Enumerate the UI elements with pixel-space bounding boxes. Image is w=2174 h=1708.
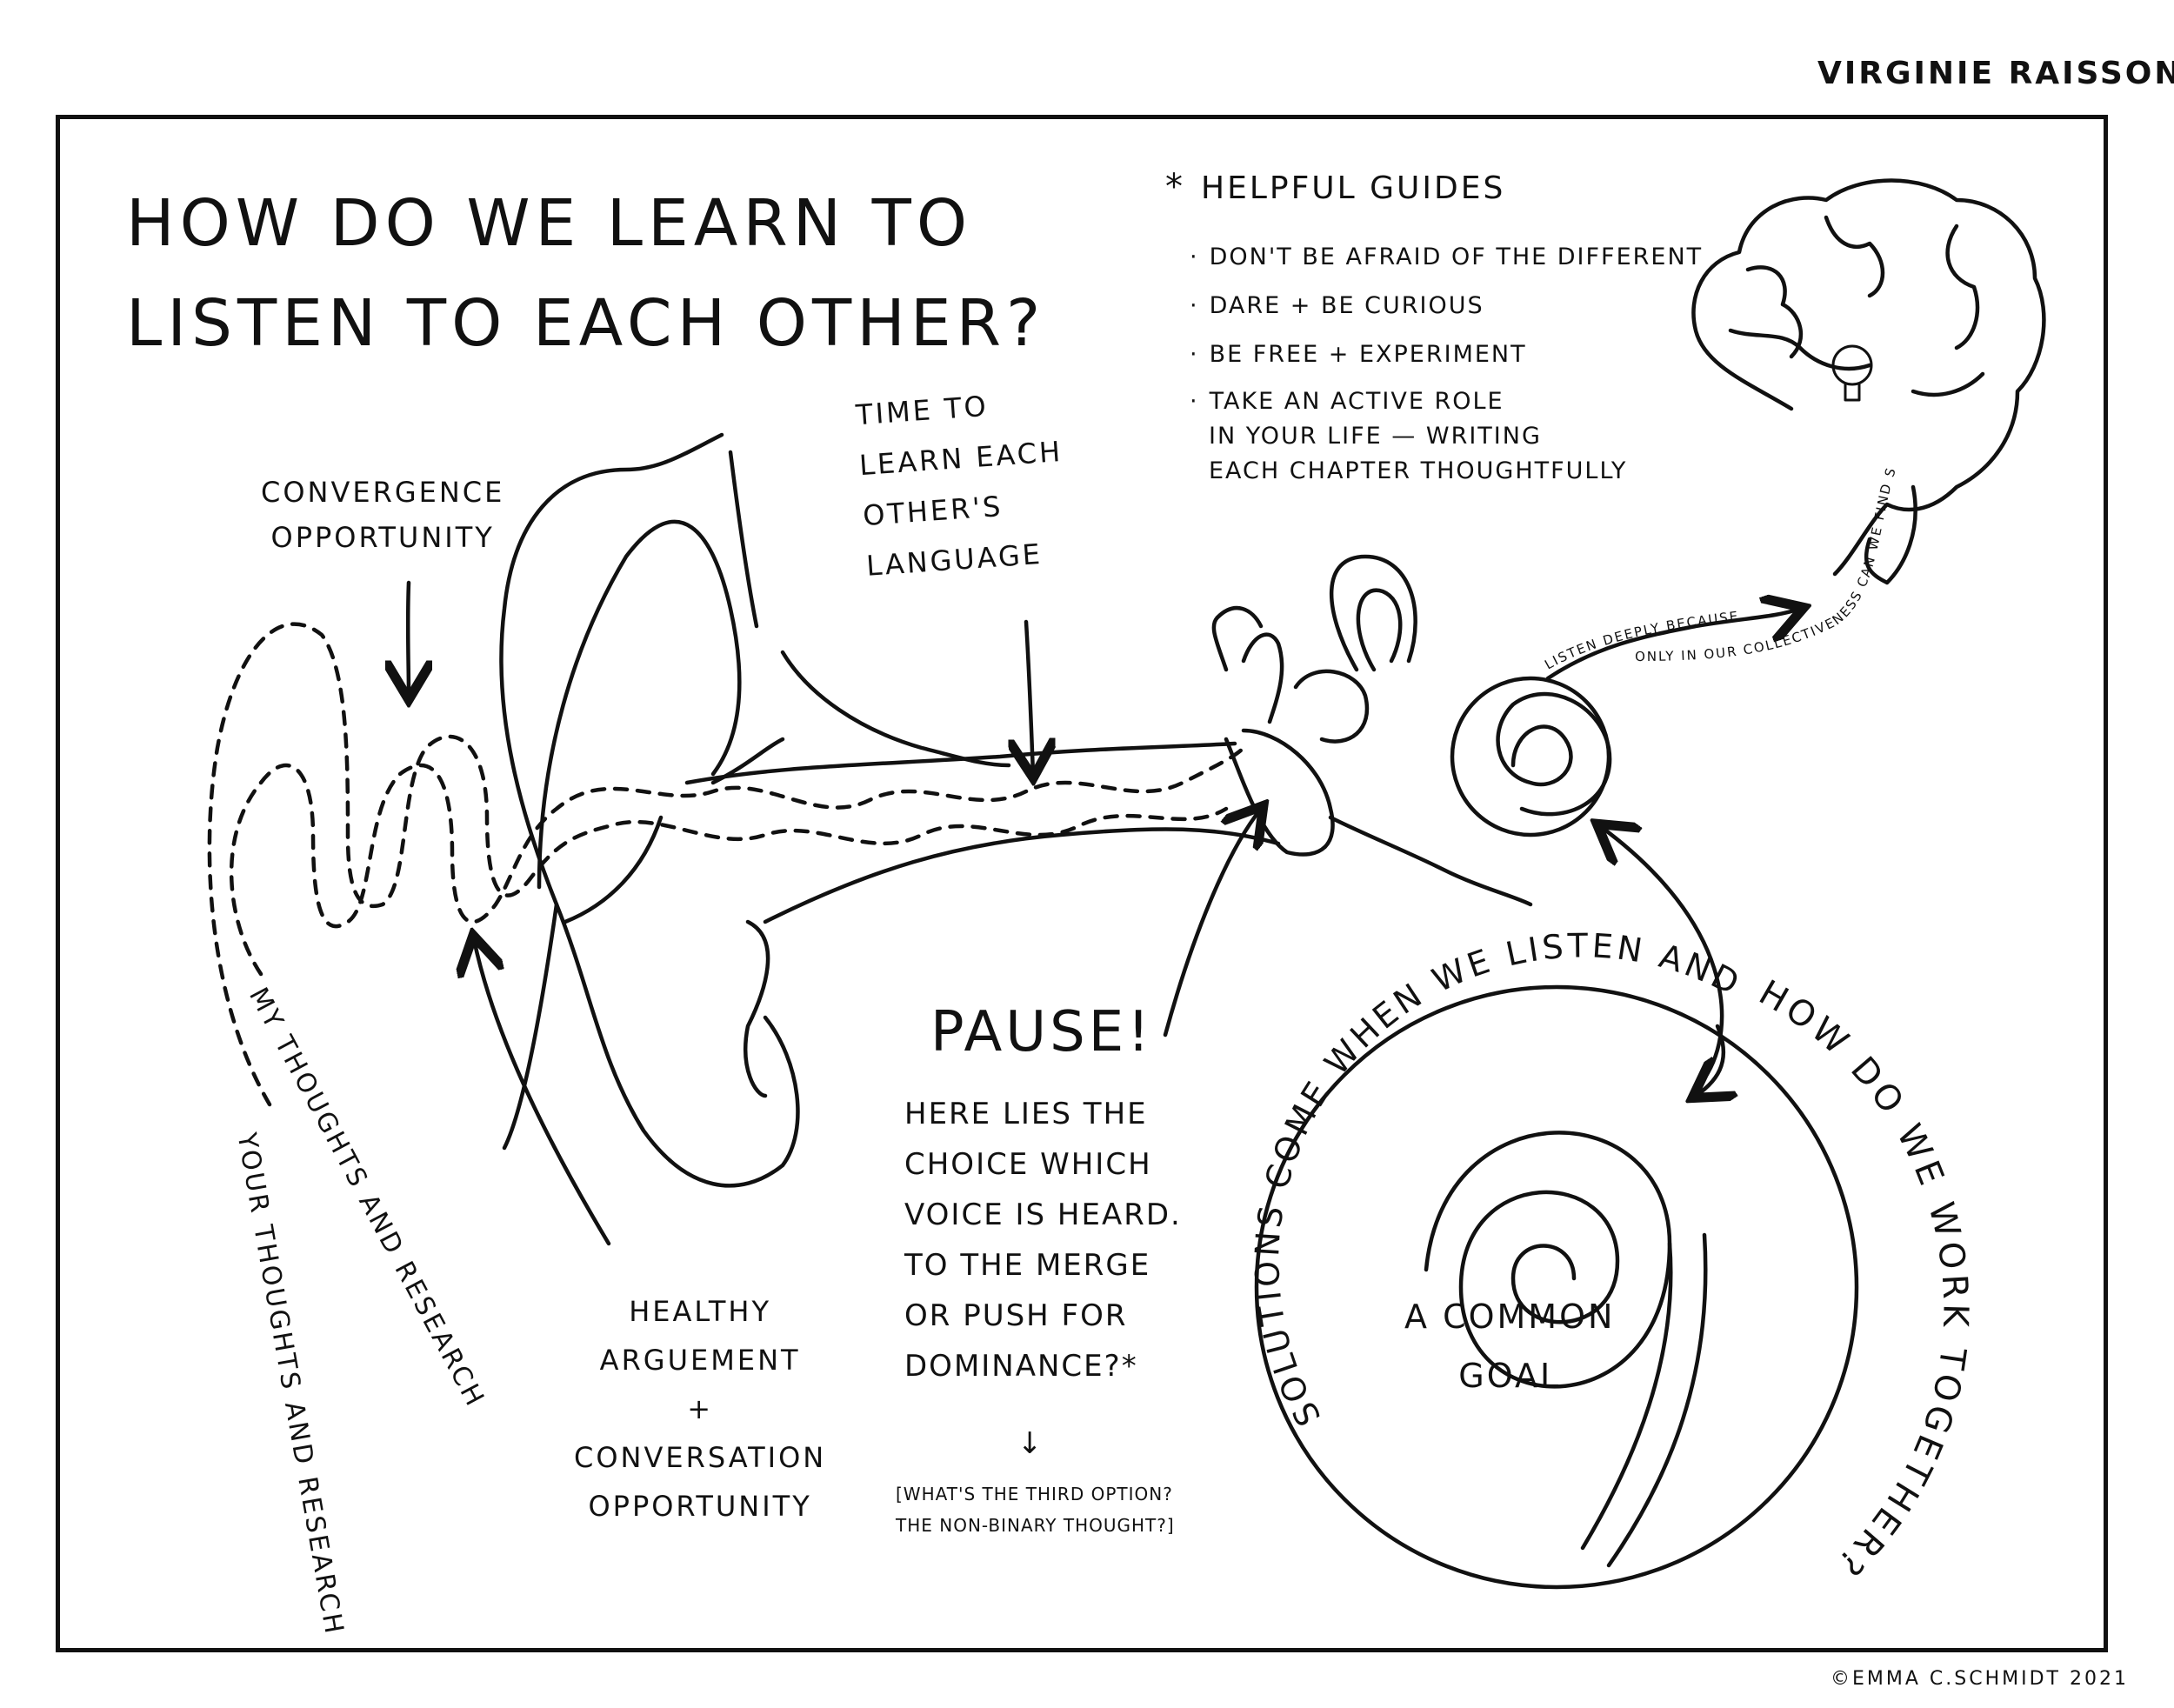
svg-text:HOW DO WE WORK TOGETHER?: HOW DO WE WORK TOGETHER? — [1752, 972, 1976, 1585]
copyright: ©EMMA C.SCHMIDT 2021 — [1831, 1668, 2129, 1690]
guides-list: DON'T BE AFRAID OF THE DIFFERENT DARE + … — [1209, 233, 1703, 489]
pause-body: HERE LIES THE CHOICE WHICH VOICE IS HEAR… — [904, 1097, 1182, 1384]
convergence-label: CONVERGENCE OPPORTUNITY — [261, 476, 505, 554]
language-arrow — [1026, 619, 1033, 774]
right-arc-text: HOW DO WE WORK TOGETHER? — [1752, 972, 1971, 1585]
common-goal-spiral — [1424, 1131, 1672, 1389]
guide-item: DON'T BE AFRAID OF THE DIFFERENT — [1209, 233, 1703, 282]
pinna-inner-rim — [537, 519, 742, 890]
my-voice-path — [230, 745, 1246, 977]
title-line-2: LISTEN TO EACH OTHER? — [126, 286, 1046, 361]
convergence-arrow — [408, 580, 409, 696]
asterisk-icon: * — [1165, 167, 1185, 207]
common-goal-label: A COMMON GOAL — [1404, 1298, 1616, 1395]
collaboration-circle — [1254, 984, 1859, 1590]
ossicles — [1241, 632, 1284, 724]
pause-heading: PAUSE! — [930, 1000, 1153, 1064]
down-arrow-icon: ↓ — [1017, 1426, 1043, 1461]
lightbulb-icon — [1831, 344, 1873, 386]
author-name: VIRGINIE RAISSON — [1817, 56, 2174, 91]
pause-footnote: [WHAT'S THE THIRD OPTION? THE NON-BINARY… — [896, 1484, 1175, 1536]
guide-item: TAKE AN ACTIVE ROLE IN YOUR LIFE — WRITI… — [1209, 384, 1703, 489]
guides-heading-text: HELPFUL GUIDES — [1201, 170, 1506, 206]
time-to-learn-label: TIME TO LEARN EACH OTHER'S LANGUAGE — [854, 389, 1064, 583]
page-title: HOW DO WE LEARN TO LISTEN TO EACH OTHER? — [126, 174, 1045, 374]
loop-arrow — [1600, 826, 1724, 1081]
guide-item: BE FREE + EXPERIMENT — [1209, 330, 1703, 379]
your-voice-path — [207, 622, 1229, 1107]
healthy-arrow — [474, 939, 611, 1246]
title-line-1: HOW DO WE LEARN TO — [126, 186, 973, 261]
pinna-outline — [499, 432, 800, 1188]
semicircular-canal — [1330, 554, 1417, 672]
healthy-argument-label: HEALTHY ARGUEMENT + CONVERSATION OPPORTU… — [574, 1295, 827, 1523]
drawing-frame — [56, 115, 2108, 1652]
guides-heading: * HELPFUL GUIDES — [1165, 167, 1505, 207]
pause-arrow — [1163, 809, 1261, 1037]
guide-item: DARE + BE CURIOUS — [1209, 282, 1703, 330]
brain-arrow — [1545, 609, 1800, 681]
